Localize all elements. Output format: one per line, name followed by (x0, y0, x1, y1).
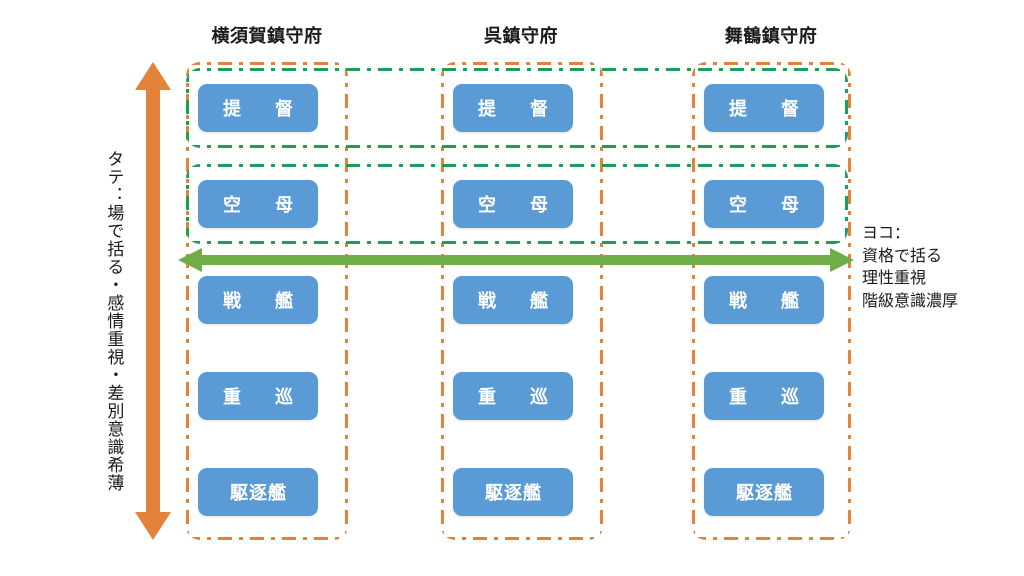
node-maizuru-senkan[interactable]: 戦 艦 (704, 276, 824, 324)
node-maizuru-teitoku[interactable]: 提 督 (704, 84, 824, 132)
node-kure-senkan[interactable]: 戦 艦 (453, 276, 573, 324)
vertical-axis-caption: タテ：場で括る・感情重視・差別意識希薄 (103, 150, 124, 492)
node-maizuru-juujun[interactable]: 重 巡 (704, 372, 824, 420)
column-header-maizuru: 舞鶴鎮守府 (724, 26, 818, 47)
node-maizuru-kuchikukan[interactable]: 駆逐艦 (704, 468, 824, 516)
node-kure-juujun[interactable]: 重 巡 (453, 372, 573, 420)
node-yokosuka-juujun[interactable]: 重 巡 (198, 372, 318, 420)
node-yokosuka-kuchikukan[interactable]: 駆逐艦 (198, 468, 318, 516)
node-yokosuka-senkan[interactable]: 戦 艦 (198, 276, 318, 324)
horizontal-axis-arrow (178, 248, 854, 272)
node-yokosuka-kubo[interactable]: 空 母 (198, 180, 318, 228)
horizontal-axis-caption: ヨコ： 資格で括る 理性重視 階級意識濃厚 (862, 223, 959, 311)
node-yokosuka-teitoku[interactable]: 提 督 (198, 84, 318, 132)
vertical-axis-arrow (135, 62, 171, 540)
column-header-kure: 呉鎮守府 (484, 26, 558, 47)
node-kure-kuchikukan[interactable]: 駆逐艦 (453, 468, 573, 516)
node-kure-teitoku[interactable]: 提 督 (453, 84, 573, 132)
node-kure-kubo[interactable]: 空 母 (453, 180, 573, 228)
column-header-yokosuka: 横須賀鎮守府 (211, 26, 323, 47)
node-maizuru-kubo[interactable]: 空 母 (704, 180, 824, 228)
